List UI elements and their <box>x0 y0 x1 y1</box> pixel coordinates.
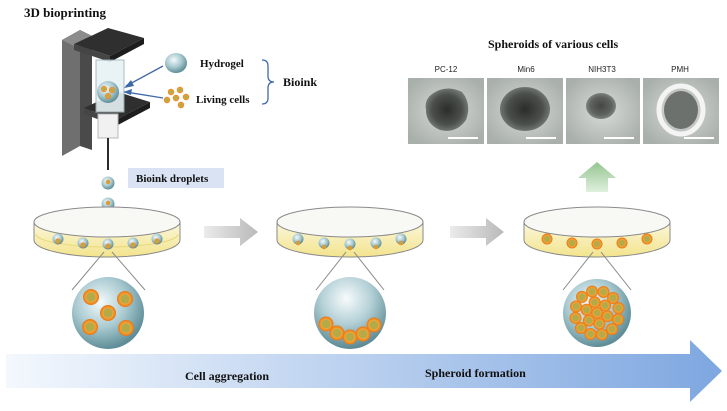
legend-pointer-hydrogel-head <box>124 80 134 88</box>
spheroid-cell-9 <box>595 328 608 341</box>
dish-1 <box>33 206 181 258</box>
spheroid-cell-10 <box>584 328 597 340</box>
printer-bioink-sphere <box>97 81 119 103</box>
bioink-droplets-label: Bioink droplets <box>136 173 209 185</box>
zoom-2-cells <box>318 316 382 345</box>
spheroid-cell-3 <box>582 314 595 327</box>
micrograph-min6 <box>487 78 563 144</box>
spheroid-cell-13 <box>570 300 582 313</box>
spheroid-cell-6 <box>599 299 612 312</box>
timeline-arrow <box>6 340 722 402</box>
spheroid-cell-11 <box>574 322 587 334</box>
spheroid-cell-17 <box>607 292 620 304</box>
micrograph-label-nih3t3: NIH3T3 <box>588 65 616 74</box>
legend-pointer-cells-head <box>123 89 132 95</box>
micrograph-pc12 <box>408 78 484 144</box>
process-arrow-2 <box>450 218 504 246</box>
spheroid-cell-15 <box>586 285 599 298</box>
spheroid-cell-2 <box>593 317 606 330</box>
dish-3-spheroids <box>541 233 653 250</box>
zoom-3-cells <box>569 285 625 341</box>
bioprinter-illustration <box>62 28 150 170</box>
dish-2 <box>276 206 424 258</box>
spheroid-cell-7 <box>612 313 624 326</box>
zoom-line-1b <box>111 251 146 291</box>
dish-1-droplets <box>52 233 163 250</box>
up-arrow <box>578 162 616 192</box>
spheroid-cell-4 <box>580 303 593 316</box>
bioink-brace <box>261 59 275 105</box>
micrograph-label-pmh: PMH <box>671 65 689 74</box>
zoom-line-3a <box>562 251 594 291</box>
living-cells-icon <box>163 86 190 109</box>
legend-living-cells-label: Living cells <box>196 94 250 106</box>
spheroids-title: Spheroids of various cells <box>488 37 618 51</box>
zoom-line-2b <box>353 251 385 291</box>
dish-2-droplets <box>292 233 407 251</box>
stage-spheroid-formation: Spheroid formation <box>425 366 526 380</box>
spheroid-cell-8 <box>606 323 618 336</box>
spheroid-cell-12 <box>569 311 582 324</box>
legend-bioink-label: Bioink <box>283 75 317 89</box>
spheroid-cell-16 <box>597 286 610 298</box>
bioink-droplets-label-box <box>128 168 224 188</box>
stage-cell-aggregation: Cell aggregation <box>185 369 269 383</box>
micrograph-label-pc12: PC-12 <box>435 65 458 74</box>
zoom-line-1a <box>71 251 105 291</box>
printer-cell-1 <box>101 86 107 92</box>
legend-hydrogel-label: Hydrogel <box>200 58 244 70</box>
micrograph-nih3t3 <box>566 78 640 144</box>
hydrogel-icon <box>165 53 187 73</box>
zoom-line-2a <box>315 251 347 291</box>
process-arrow-1 <box>204 218 258 246</box>
spheroid-cell-1 <box>601 310 614 323</box>
zoom-1-cells <box>82 289 134 336</box>
printer-cell-2 <box>109 87 115 93</box>
spheroid-cell-14 <box>576 290 588 303</box>
zoom-line-3b <box>600 251 632 291</box>
legend-pointer-cells <box>125 91 164 99</box>
micrograph-label-min6: Min6 <box>517 65 535 74</box>
micrograph-pmh <box>643 78 719 144</box>
spheroid-cell-5 <box>588 296 601 309</box>
title-3d-bioprinting: 3D bioprinting <box>24 5 106 20</box>
spheroid-cell-18 <box>612 302 625 315</box>
printer-cell-3 <box>105 93 111 99</box>
spheroid-cell-0 <box>591 307 603 319</box>
